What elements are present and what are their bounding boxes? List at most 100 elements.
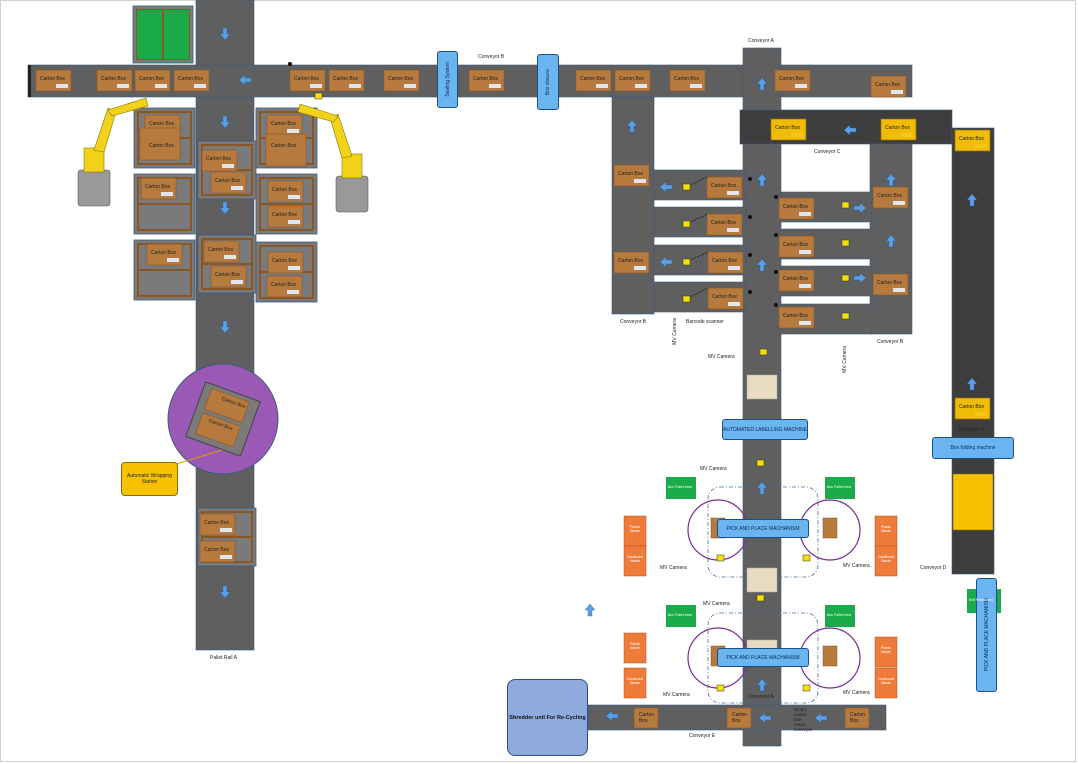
barcode-scanner-icon: [748, 215, 752, 219]
carton-box: [203, 387, 250, 424]
arrow-left-icon: [814, 712, 828, 724]
camera-icon: [841, 239, 850, 247]
mv-camera-label-1: MV Camera: [708, 354, 735, 360]
barcode-scanner-icon: [288, 62, 292, 66]
camera-icon: [314, 92, 323, 100]
barcode-tag: [220, 555, 232, 559]
conveyor-c-label-top: Conveyor C: [814, 149, 841, 155]
sealing-system-machine: Sealing System: [437, 51, 458, 108]
area-label: Cardboard Waste: [626, 677, 644, 685]
barcode-tag: [220, 528, 232, 532]
carton-box-label: Carton Box: [151, 250, 177, 256]
barcode-scanner-icon: [774, 233, 778, 237]
barcode-tag: [690, 84, 702, 88]
mv-camera-label-v2: MV Camera: [842, 346, 848, 373]
carton-box-label: Carton Box: [271, 143, 297, 149]
automated-labelling-machine: AUTOMATED LABELLING MACHINE: [722, 419, 808, 440]
carton-box: [139, 127, 181, 161]
barcode-tag: [231, 280, 243, 284]
carton-box-label: Carton: [732, 712, 748, 718]
barcode-tag: [635, 84, 647, 88]
carton-box-label: Carton Box: [959, 136, 985, 142]
barcode-tag: [231, 186, 243, 190]
carton-box-label: Carton Box: [272, 212, 298, 218]
carton-box-yellow: [880, 118, 917, 141]
box-closure-machine: Box closure: [537, 54, 559, 110]
carton-box-label: Carton: [850, 712, 866, 718]
conveyor-a-label-bottom: Conveyor A: [748, 694, 774, 700]
carton-box-yellow: [954, 129, 991, 152]
barcode-tag: [893, 201, 905, 205]
camera-icon: [802, 554, 811, 562]
barcode-scanner-icon: [748, 253, 752, 257]
camera-icon: [841, 274, 850, 282]
carton-box-label: Carton Box: [204, 520, 230, 526]
arrow-down-icon: [219, 201, 231, 215]
carton-box-label: Carton Box: [712, 258, 738, 264]
pick-zone-outline: [707, 612, 819, 704]
camera-icon: [716, 554, 725, 562]
barcode-tag: [799, 250, 811, 254]
carton-box-label: Carton Box: [783, 204, 809, 210]
arrow-left-icon: [843, 124, 857, 136]
carton-box: [265, 133, 307, 167]
barcode-tag: [404, 84, 416, 88]
area-label: Plastic Waste: [629, 642, 641, 650]
arrow-right-icon: [853, 202, 867, 214]
barcode-tag: [799, 321, 811, 325]
barcode-tag: [728, 266, 740, 270]
waste-bin: [874, 636, 898, 668]
mv-cameras: [288, 62, 850, 692]
carton-box: [822, 645, 838, 667]
carton-box: [633, 707, 659, 729]
carton-box: [822, 517, 838, 539]
carton-box-label: Carton Box: [473, 76, 499, 82]
waste-bin: [623, 667, 647, 699]
area-label: Plastic Waste: [629, 525, 641, 533]
carton-box-label: Carton Box: [783, 313, 809, 319]
carton-box-label: Carton Box: [885, 125, 911, 131]
barcode-tag: [287, 290, 299, 294]
flow-arrows: [219, 27, 978, 724]
carton-box-label: Carton Box: [877, 193, 903, 199]
barcode-tag: [194, 84, 206, 88]
carton-box-label: Box: [850, 718, 859, 724]
mv-camera-label-7: MV Camera: [843, 690, 870, 696]
barcode-scanner-icon: [774, 270, 778, 274]
carton-box-label: Carton Box: [775, 125, 801, 131]
barcode-tag: [287, 129, 299, 133]
box-pallet-area: [666, 477, 696, 499]
conveyor-c-label-right: Conveyor C: [958, 427, 985, 433]
carton-box-label: Box: [639, 718, 648, 724]
carton-box-label: Carton Box: [178, 76, 204, 82]
mv-camera-label-6: MV Camera: [663, 692, 690, 698]
arrow-left-icon: [758, 712, 772, 724]
barcode-tag: [117, 84, 129, 88]
barcode-tag: [799, 212, 811, 216]
conveyor-b-label-left: Conveyor B: [620, 319, 647, 325]
carton-box-label: Carton Box: [101, 76, 127, 82]
camera-icon: [841, 201, 850, 209]
conveyor-segment: [611, 96, 655, 315]
barcode-tag: [727, 191, 739, 195]
wrapped-pallet: [185, 381, 261, 457]
waste-bin: [874, 667, 898, 699]
shredder-unit: Shredder unit For Re-Cycling: [507, 679, 588, 756]
area-label: Box Pallet Area: [668, 485, 692, 489]
carton-box-label: Carton Box: [208, 247, 234, 253]
arrow-left-icon: [659, 256, 673, 268]
camera-icon: [756, 459, 765, 467]
pick-place-machine-lower: PICK AND PLACE MACHANISM: [717, 648, 809, 667]
arrow-down-icon: [219, 115, 231, 129]
barcode-scanner-icon: [774, 303, 778, 307]
barcode-tag: [728, 302, 740, 306]
mv-camera-label-v1: MV Camera: [672, 318, 678, 345]
carton-box-label: Carton Box: [618, 171, 644, 177]
robot-arms: [77, 97, 369, 213]
camera-icon: [756, 594, 765, 602]
robot-arm-icon: [265, 103, 369, 213]
box-pallet-area: [825, 477, 855, 499]
camera-icon: [716, 684, 725, 692]
arrow-down-icon: [219, 320, 231, 334]
